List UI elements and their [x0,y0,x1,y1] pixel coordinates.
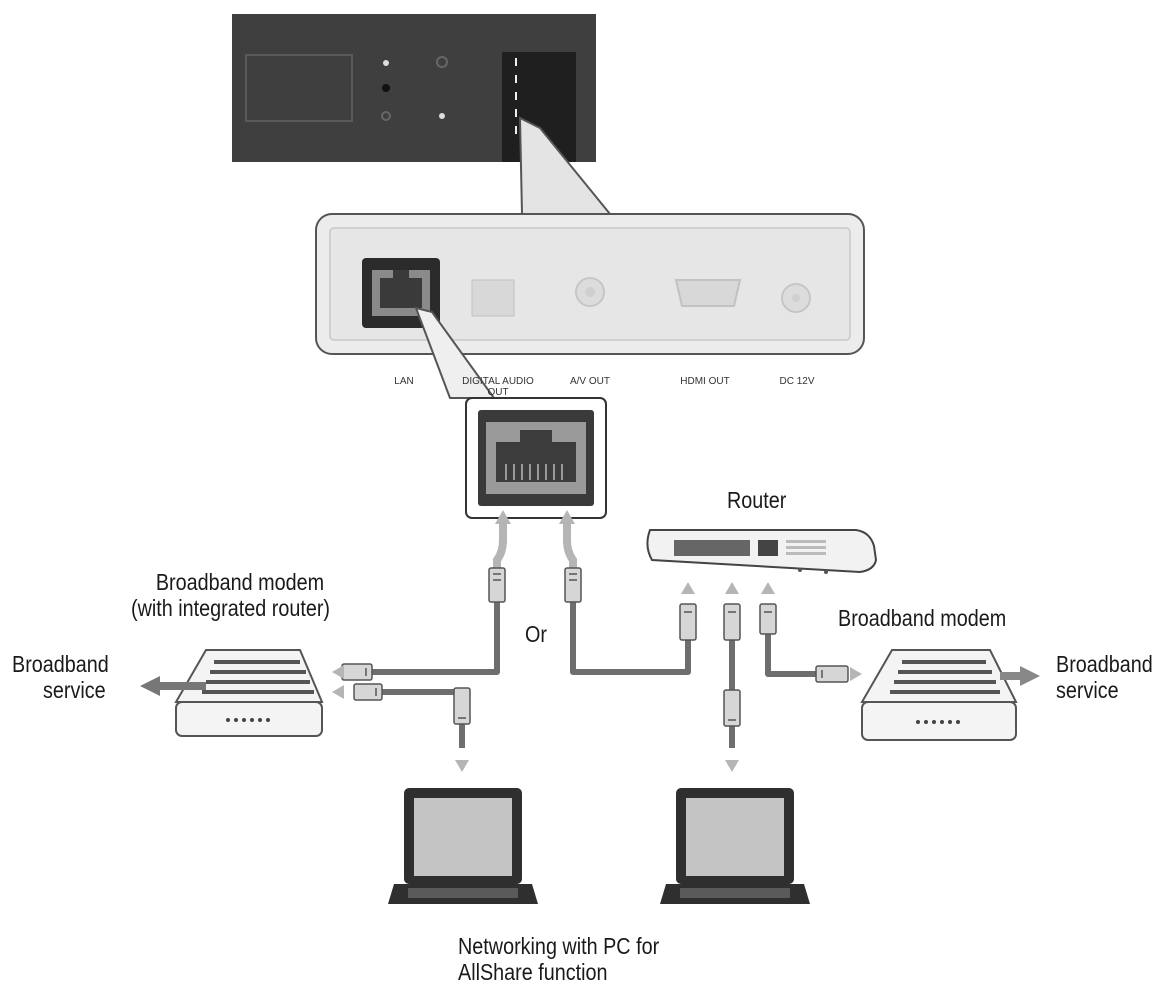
or-label: Or [525,621,547,647]
caption: Networking with PC for AllShare function [458,933,660,986]
cable-light-sections [493,518,577,572]
digital-audio-port [471,279,515,317]
port-label-dc: DC 12V [779,376,815,387]
port-label-hdmi-out: HDMI OUT [680,376,730,387]
service-label-right-line1: Broadband [1056,651,1153,677]
port-label-digital-audio: DIGITAL AUDIO OUT [458,376,538,398]
router-device [646,529,878,574]
cable-modem-integrated-to-player [366,602,500,675]
small-arrows [332,582,862,772]
service-label-left: Broadband service [12,651,109,704]
hdmi-out-port [674,279,742,307]
port-label-digital-audio-line1: DIGITAL AUDIO [462,376,534,387]
laptop-right [660,788,810,904]
service-label-right: Broadband service [1056,651,1153,704]
port-panel-enlarged [315,213,865,355]
cable-router-to-modem [765,630,816,677]
lan-closeup [465,397,607,519]
rj45-plugs [341,567,849,727]
network-cables [366,602,816,748]
plug-icon [679,603,697,641]
plug-icon [453,687,471,725]
plug-icon [341,663,373,681]
caption-line1: Networking with PC for [458,933,660,959]
broadband-modem [860,649,1018,741]
modem-integrated-label: Broadband modem (with integrated router) [131,569,330,622]
plug-icon [353,683,383,701]
plug-icon [759,603,777,635]
plug-icon [815,665,849,683]
modem-integrated-label-line2: (with integrated router) [131,594,330,621]
service-arrow-left [140,676,206,696]
service-label-left-line1: Broadband [12,651,109,677]
router-label: Router [727,487,787,513]
up-arrows-lan [495,510,575,524]
port-label-digital-audio-line2: OUT [487,387,509,398]
broadband-modem-integrated [174,649,324,737]
laptop-left [388,788,538,904]
modem-integrated-label-line1: Broadband modem [155,569,325,595]
port-label-av-out: A/V OUT [569,376,610,387]
port-label-lan: LAN [394,376,414,387]
modem-label: Broadband modem [838,605,1007,631]
service-label-right-line2: service [1056,676,1119,703]
plug-icon [564,567,582,603]
caption-line2: AllShare function [458,958,608,985]
service-arrow-right [1000,666,1040,686]
service-label-left-line2: service [42,676,106,703]
plug-icon [723,603,741,641]
cable-player-to-router [570,602,691,675]
plug-icon [723,689,741,727]
plug-icon [488,567,506,603]
